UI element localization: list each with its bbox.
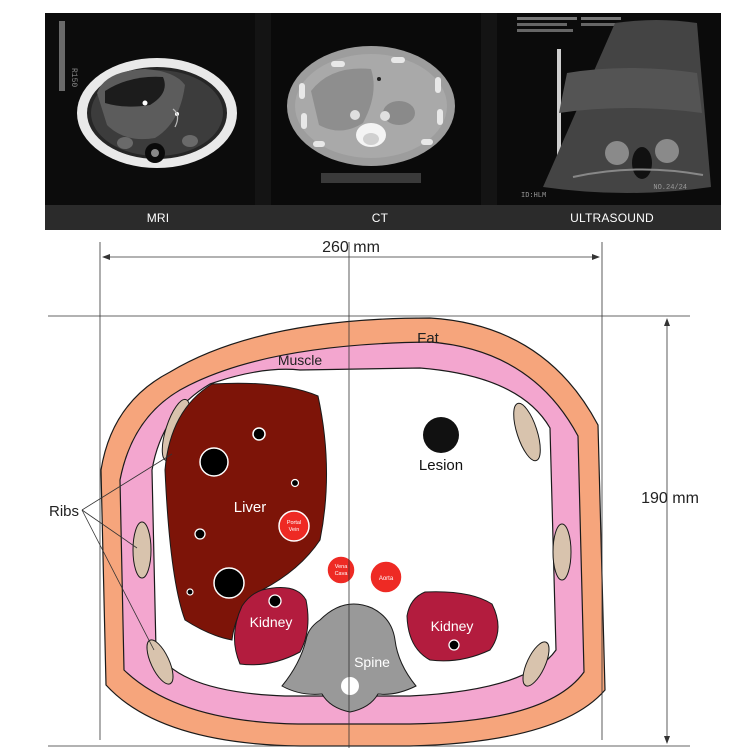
kidney-right-hilum <box>448 639 460 651</box>
ct-panel <box>271 13 481 205</box>
kidney-right <box>406 591 499 662</box>
width-arrow-right <box>592 254 600 260</box>
liver-vessel <box>290 478 300 488</box>
mri-vertical-label: R150 <box>69 68 78 87</box>
ultrasound-id-label: ID:HLM <box>521 192 546 200</box>
caption-ct: CT <box>371 211 389 225</box>
ct-image <box>271 13 481 205</box>
caption-ultrasound: ULTRASOUND <box>570 211 654 225</box>
kidney-left <box>234 587 309 666</box>
portal-vein <box>278 510 310 542</box>
height-arrow-top <box>664 318 670 326</box>
muscle-label: Muscle <box>278 352 323 368</box>
liver-vessel <box>194 528 206 540</box>
aorta-label: Aorta <box>379 576 394 582</box>
ultrasound-frame-label: NO.24/24 <box>653 184 687 192</box>
rib <box>552 523 572 581</box>
liver-vessel <box>213 567 245 599</box>
liver-label: Liver <box>234 499 267 516</box>
rib <box>146 639 174 685</box>
ultrasound-panel: ID:HLM NO.24/24 <box>497 13 721 205</box>
spine-label: Spine <box>354 654 390 670</box>
portal-vein-label-1: Portal <box>287 520 301 526</box>
fat-label: Fat <box>417 330 440 347</box>
spinal-canal <box>341 677 359 695</box>
liver-vessel <box>186 588 194 596</box>
ribs-label: Ribs <box>49 503 79 520</box>
mri-image: R150 <box>45 13 255 205</box>
lesion-label: Lesion <box>419 457 463 474</box>
kidney-right-label: Kidney <box>431 618 474 634</box>
vena-cava-label-1: Vena <box>335 564 348 570</box>
height-dimension-label: 190 mm <box>641 490 699 507</box>
vena-cava-label-2: Cava <box>335 571 349 577</box>
liver-vessel <box>252 427 266 441</box>
aorta <box>369 560 403 594</box>
ultrasound-image: ID:HLM NO.24/24 <box>497 13 721 205</box>
height-arrow-bottom <box>664 736 670 744</box>
rib <box>132 521 152 579</box>
liver-vessel <box>199 447 229 477</box>
liver-vessels <box>186 427 300 599</box>
width-dimension-label: 260 mm <box>322 239 380 256</box>
rib <box>522 641 550 687</box>
lesion <box>423 417 459 453</box>
vena-cava <box>326 555 356 585</box>
portal-vein-label-2: Vein <box>289 527 300 533</box>
kidney-left-label: Kidney <box>250 614 293 630</box>
caption-bar <box>45 205 721 230</box>
modality-image-strip: R150 <box>45 13 721 230</box>
width-arrow-left <box>102 254 110 260</box>
caption-mri: MRI <box>146 211 170 225</box>
kidney-left-hilum <box>268 594 282 608</box>
ribs-leaders <box>81 453 173 651</box>
mri-panel: R150 <box>45 13 255 205</box>
rib <box>513 402 541 462</box>
